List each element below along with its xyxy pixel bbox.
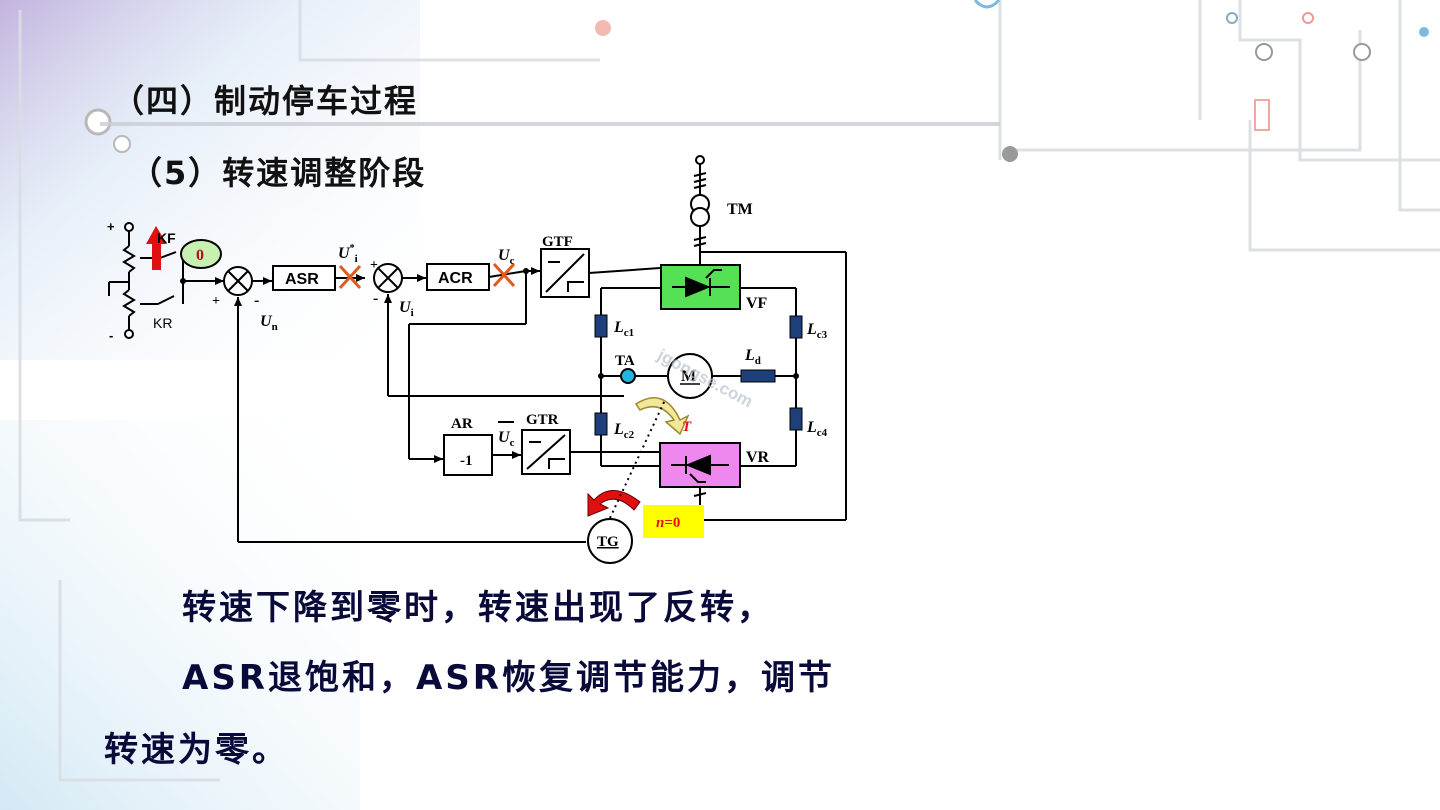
tm-label: TM [727, 201, 753, 218]
sum1-minus: - [254, 292, 259, 309]
ta-sensor-icon [620, 368, 636, 384]
title-underline [100, 122, 1000, 126]
inductor-lc4 [789, 407, 803, 431]
inductor-ld [740, 369, 776, 383]
body-line-3: 转速为零。 [104, 730, 289, 770]
kf-label: KF [157, 230, 176, 246]
inductor-lc3 [789, 315, 803, 339]
ui-label: Ui [399, 299, 414, 319]
sum2-plus: + [370, 258, 378, 273]
inductor-lc1 [594, 314, 608, 338]
motor [667, 353, 713, 399]
asr-label: ASR [285, 271, 319, 288]
zero-meter-value: 0 [196, 247, 204, 264]
sum2-minus: - [373, 290, 378, 307]
lc2-label: Lc2 [613, 421, 635, 441]
body-line-1: 转速下降到零时，转速出现了反转， [182, 588, 774, 628]
speed-zero-label: n=0 [656, 515, 680, 531]
torque-label: T [682, 419, 692, 435]
uc-bar-label: Uc [498, 429, 515, 449]
uc-label: Uc [498, 247, 515, 267]
decor-lines [18, 0, 1440, 782]
motor-label: M [681, 368, 696, 385]
un-label: Un [260, 313, 278, 333]
decor-dots [84, 0, 1429, 162]
gtr-label: GTR [526, 412, 559, 428]
slide-title: （四）制动停车过程 [112, 82, 419, 120]
ta-label: TA [615, 353, 635, 369]
ui-star-label: U*i [338, 243, 358, 265]
ld-label: Ld [744, 347, 761, 367]
plus-sign-top: + [107, 219, 115, 234]
saturation-cross-icon-2 [492, 262, 516, 288]
body-line-2: ASR退饱和，ASR恢复调节能力，调节 [182, 658, 835, 698]
acr-label: ACR [438, 270, 473, 287]
sum1-plus: + [212, 294, 220, 309]
vf-label: VF [746, 295, 768, 312]
lc1-label: Lc1 [613, 319, 634, 339]
kr-label: KR [153, 315, 172, 331]
saturation-cross-icon [338, 264, 362, 290]
inductor-lc2 [594, 412, 608, 436]
red-curved-arrow-icon [587, 490, 641, 517]
lc4-label: Lc4 [806, 419, 828, 439]
gtf-label: GTF [542, 234, 573, 250]
zero-meter [180, 239, 222, 269]
torque-arrow-icon [634, 397, 690, 436]
speed-zero-box [643, 505, 704, 538]
ar-label: AR [451, 416, 473, 432]
lc3-label: Lc3 [806, 321, 828, 341]
ar-gain: -1 [460, 453, 473, 469]
vr-label: VR [746, 449, 770, 466]
minus-sign-bottom: - [109, 328, 113, 343]
red-up-arrow-icon [146, 226, 167, 270]
slide-subtitle: （5）转速调整阶段 [130, 154, 427, 192]
tg-label: TG [597, 534, 619, 550]
shaft-dotted-line [609, 399, 666, 519]
